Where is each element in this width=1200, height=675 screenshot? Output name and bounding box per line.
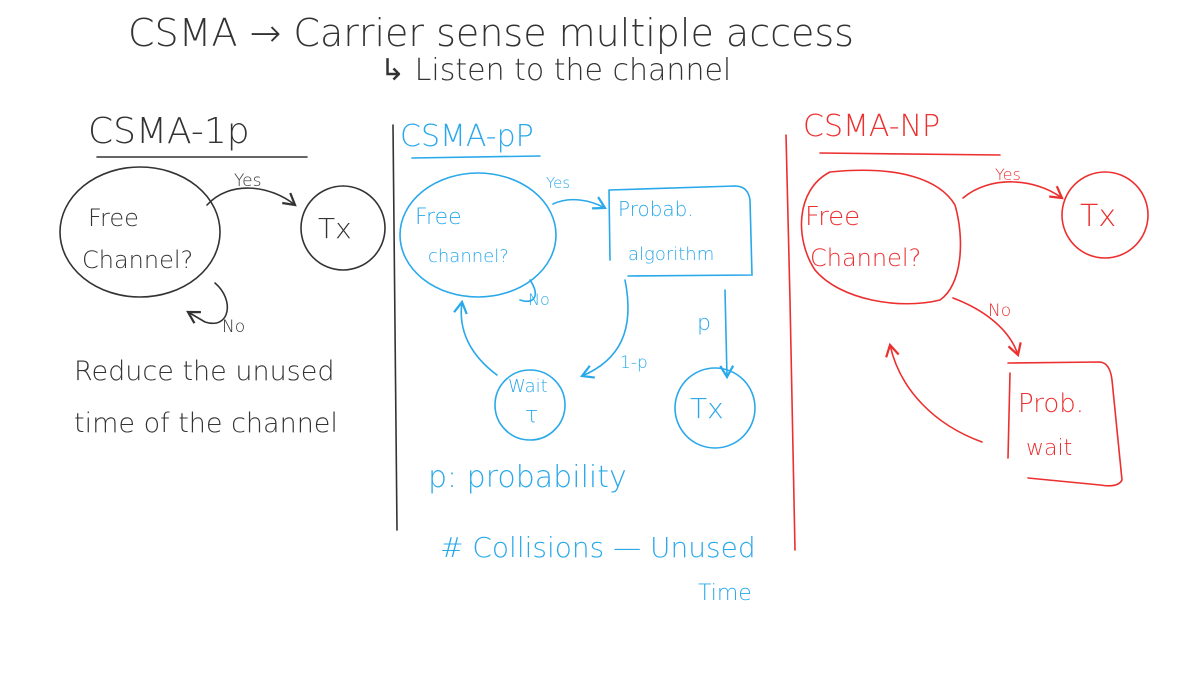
yes-label: Yes: [546, 174, 570, 192]
no-arrow: [952, 297, 1022, 358]
node-label: Channel?: [82, 246, 193, 274]
tradeoff-text: # Collisions — Unused: [440, 531, 756, 564]
tx-label: Tx: [690, 392, 724, 425]
section-csma-np: CSMA-NP Free Channel? Yes Tx No Prob. wa…: [800, 109, 1149, 487]
tx-node: [300, 185, 386, 271]
box-label: Probab.: [618, 197, 694, 221]
p-arrow: [719, 289, 735, 380]
tx-node: [674, 367, 756, 449]
divider-right: [785, 134, 796, 551]
free-channel-node: [59, 166, 221, 298]
p-label: p: [697, 311, 711, 336]
divider-left: [392, 124, 398, 531]
note-text: Reduce the unused: [74, 356, 335, 387]
one-minus-p-arrow: [579, 279, 629, 379]
free-channel-node: [800, 169, 962, 305]
box-label: Prob.: [1018, 389, 1084, 419]
no-label: No: [222, 317, 245, 337]
yes-arrow: [206, 187, 297, 207]
csma-1p-title: CSMA-1p: [88, 111, 250, 152]
header-subtitle: ↳ Listen to the channel: [380, 53, 731, 88]
no-label: No: [988, 301, 1011, 321]
csma-pp-title: CSMA-pP: [400, 119, 534, 154]
free-channel-node: [399, 172, 557, 298]
no-curl: [519, 279, 536, 302]
retry-arrow: [885, 342, 983, 443]
title-underline: [819, 152, 1001, 156]
node-label: channel?: [428, 246, 509, 267]
no-arrow: [186, 282, 229, 325]
title-underline: [411, 155, 541, 159]
tx-label: Tx: [318, 212, 352, 245]
yes-arrow: [552, 196, 607, 210]
node-label: Free: [805, 202, 860, 232]
tx-node: [1061, 171, 1149, 259]
node-label: Free: [88, 204, 139, 232]
box-label: algorithm: [628, 244, 714, 265]
header-title: CSMA → Carrier sense multiple access: [128, 11, 854, 55]
yes-label: Yes: [995, 165, 1021, 184]
wait-node: [494, 369, 566, 441]
tradeoff-text: Time: [698, 581, 752, 606]
node-label: Channel?: [810, 244, 921, 272]
prob-wait-box: [1007, 361, 1123, 487]
node-label: Free: [415, 205, 462, 230]
section-csma-1p: CSMA-1p Free Channel? Tx Yes No Reduce t…: [59, 111, 386, 439]
wait-label: Wait: [508, 376, 548, 397]
legend-text: p: probability: [428, 460, 627, 495]
probab-algorithm-box: [608, 185, 753, 277]
yes-label: Yes: [234, 171, 261, 191]
csma-np-title: CSMA-NP: [803, 109, 940, 144]
note-text: time of the channel: [74, 408, 338, 439]
retry-arrow: [453, 299, 498, 376]
section-csma-pp: CSMA-pP Free channel? Yes Probab. algori…: [399, 119, 756, 606]
tx-label: Tx: [1080, 199, 1116, 234]
yes-arrow: [962, 181, 1064, 200]
wait-label: τ: [525, 403, 538, 428]
no-label: No: [528, 290, 550, 309]
box-label: wait: [1026, 436, 1072, 461]
one-minus-p-label: 1-p: [620, 353, 648, 373]
